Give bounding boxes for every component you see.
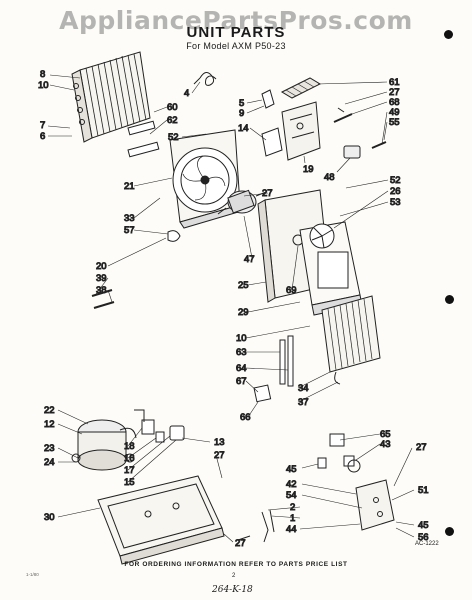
callout: 18 [124,441,135,452]
callout: 45 [418,520,429,531]
callout: 47 [244,254,255,265]
callout: 17 [124,465,135,476]
callout: 54 [286,490,297,501]
callout: 7 [40,120,45,131]
callout: 22 [44,405,55,416]
callout: 52 [390,175,401,186]
callout: 2 [290,502,295,513]
page-title: UNIT PARTS [186,24,286,41]
callout: 55 [389,117,400,128]
ordering-note: FOR ORDERING INFORMATION REFER TO PARTS … [124,561,348,568]
callout: 53 [390,197,401,208]
watermark: AppliancePartsPros.com [59,6,413,35]
base-pan [97,475,225,565]
print-code: 1-1/80 [26,572,39,577]
callout: 30 [44,512,55,523]
evaporator-coil [321,295,381,385]
binder-hole-middle [445,295,454,304]
callout: 14 [238,123,249,134]
callout: 60 [167,102,178,113]
callout: 19 [303,164,314,175]
compressor [71,419,137,471]
model-subtitle: For Model AXM P50-23 [186,41,286,51]
handwritten-note: 264-K-18 [212,585,253,595]
callout: 57 [124,225,135,236]
callout: 12 [44,419,55,430]
callout: 8 [40,69,45,80]
callout: 48 [324,172,335,183]
callout: 42 [286,479,297,490]
callout: 62 [167,115,178,126]
callout: 16 [124,453,135,464]
callout: 1 [290,513,295,524]
callout: 69 [286,285,297,296]
callout: 49 [389,107,400,118]
callout: 66 [240,412,251,423]
binder-hole-top [444,30,453,39]
callout: 39 [96,273,107,284]
figure-ref-code: AC-1222 [415,541,439,547]
callout: 51 [418,485,429,496]
page-number: 2 [232,573,236,579]
callout: 27 [262,188,273,199]
control-panel [355,479,395,531]
screws [91,289,115,309]
fan-motor [217,189,267,215]
callout: 27 [214,450,225,461]
callout: 67 [236,376,247,387]
blower-housing [257,189,363,316]
callout: 26 [390,186,401,197]
callout: 61 [389,77,400,88]
callout: 13 [214,437,225,448]
callout: 52 [168,132,179,143]
callout: 23 [44,443,55,454]
callout: 4 [184,88,189,99]
callout-labels: 8 10 7 6 4 60 62 52 5 9 14 61 27 68 49 5… [38,69,430,550]
callout: 5 [239,98,244,109]
callout: 44 [286,524,297,535]
callout: 34 [298,383,309,394]
callout: 20 [96,261,107,272]
callout: 10 [236,333,247,344]
callout: 10 [38,80,49,91]
callout: 27 [416,442,427,453]
callout: 38 [96,285,107,296]
callout: 29 [238,307,249,318]
callout: 15 [124,477,135,488]
callout: 24 [44,457,55,468]
callout: 9 [239,108,244,119]
callout: 37 [298,397,309,408]
callout: 25 [238,280,249,291]
callout: 64 [236,363,247,374]
callout: 43 [380,439,391,450]
fan-shroud [169,129,246,229]
callout: 45 [286,464,297,475]
callout: 27 [389,87,400,98]
callout: 65 [380,429,391,440]
control-bracket [281,101,321,161]
callout: 27 [235,538,246,549]
blower-wheel [309,223,335,249]
binder-hole-bottom [445,527,454,536]
spring-clip [193,72,217,86]
callout: 68 [389,97,400,108]
callout: 21 [124,181,135,192]
condenser-coil [71,51,151,143]
callout: 6 [40,131,45,142]
callout: 33 [124,213,135,224]
callout: 63 [236,347,247,358]
callout: 56 [418,532,429,543]
